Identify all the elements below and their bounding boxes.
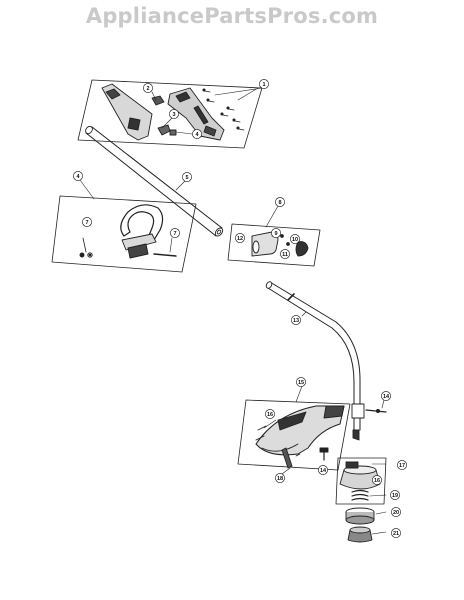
callout-c21: 21 <box>391 528 401 538</box>
callout-circle <box>169 109 179 119</box>
callout-label: 9 <box>274 231 277 237</box>
callout-label: 4 <box>195 132 199 138</box>
callout-circle <box>259 79 269 89</box>
callout-c19: 19 <box>390 490 400 500</box>
callout-circle <box>318 465 328 475</box>
callout-c11: 11 <box>280 249 290 259</box>
callout-label: 7 <box>173 231 176 237</box>
callout-circle <box>73 171 83 181</box>
callout-label: 14 <box>383 394 390 400</box>
callout-c13: 13 <box>291 315 301 325</box>
callout-label: 13 <box>293 318 299 324</box>
callout-c12: 12 <box>235 233 245 243</box>
callout-label: 18 <box>277 476 283 482</box>
callout-c17: 17 <box>397 460 407 470</box>
callout-label: 5 <box>185 175 188 181</box>
callout-label: 15 <box>298 380 304 386</box>
part-housing-group <box>77 79 263 149</box>
callout-label: 3 <box>172 112 175 118</box>
callout-circle <box>182 172 192 182</box>
watermark: AppliancePartsPros.com <box>85 4 379 28</box>
part-head-housing-group <box>237 385 387 475</box>
callout-label: 21 <box>393 531 399 537</box>
callout-circle <box>275 473 285 483</box>
callout-label: 17 <box>399 463 405 469</box>
callout-c7b: 7 <box>170 228 180 238</box>
callout-circle <box>296 377 306 387</box>
callout-label: 7 <box>85 220 88 226</box>
callout-circle <box>397 460 407 470</box>
callout-circle <box>170 228 180 238</box>
callout-circle <box>192 129 202 139</box>
callout-label: 14 <box>320 468 327 474</box>
callout-circle <box>275 197 285 207</box>
callout-c16b: 16 <box>372 475 382 485</box>
callout-label: 20 <box>393 510 399 516</box>
callout-c5: 5 <box>182 172 192 182</box>
callout-label: 16 <box>374 478 380 484</box>
callout-circle <box>265 409 275 419</box>
callout-circle <box>235 233 245 243</box>
callout-circle <box>390 490 400 500</box>
callout-c15: 15 <box>296 377 306 387</box>
callout-circle <box>372 475 382 485</box>
callout-circle <box>143 83 153 93</box>
callout-c3: 3 <box>169 109 179 119</box>
callout-circle <box>291 315 301 325</box>
callout-label: 4 <box>76 174 80 180</box>
part-upper-shaft <box>85 125 224 237</box>
callout-circle <box>381 391 391 401</box>
callout-circle <box>391 528 401 538</box>
callout-circle <box>290 234 300 244</box>
callout-c10: 10 <box>290 234 300 244</box>
callout-label: 16 <box>267 412 273 418</box>
callout-c20: 20 <box>391 507 401 517</box>
callout-c16a: 16 <box>265 409 275 419</box>
part-coupler-group <box>227 205 321 267</box>
callout-label: 12 <box>237 236 243 242</box>
callout-label: 11 <box>282 252 288 258</box>
part-spool-group <box>335 457 387 543</box>
callout-c14b: 14 <box>318 465 328 475</box>
callout-label: 8 <box>278 200 281 206</box>
callout-c4: 4 <box>73 171 83 181</box>
callout-c4a: 4 <box>192 129 202 139</box>
part-assist-handle-group <box>51 179 197 273</box>
callout-c7a: 7 <box>82 217 92 227</box>
callout-c9: 9 <box>271 228 281 238</box>
callout-circle <box>391 507 401 517</box>
callout-label: 19 <box>392 493 398 499</box>
callout-label: 1 <box>262 82 265 88</box>
callout-c18: 18 <box>275 473 285 483</box>
callout-c1: 1 <box>259 79 269 89</box>
part-lower-shaft <box>265 281 361 431</box>
callout-label: 2 <box>146 86 149 92</box>
callout-circle <box>271 228 281 238</box>
callout-c2: 2 <box>143 83 153 93</box>
callout-circle <box>280 249 290 259</box>
callout-label: 10 <box>292 237 298 243</box>
callout-c14a: 14 <box>381 391 391 401</box>
callout-circle <box>82 217 92 227</box>
callout-c8: 8 <box>275 197 285 207</box>
